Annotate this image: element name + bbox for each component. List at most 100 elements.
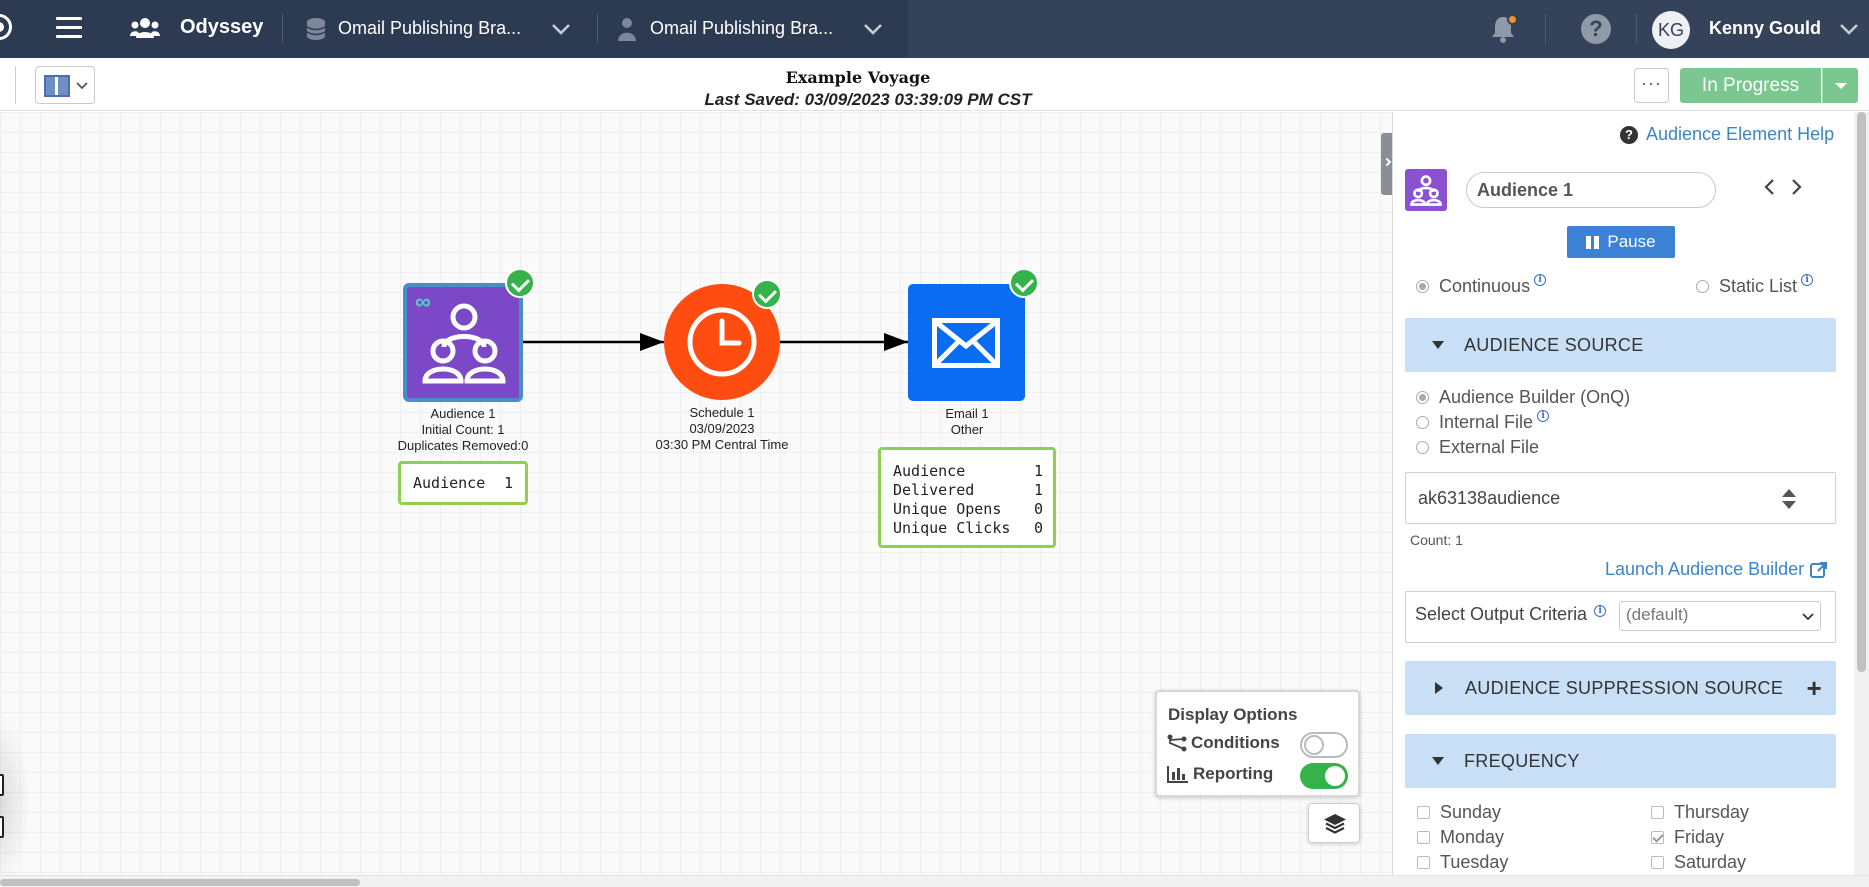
voyage-title: Example Voyage [785, 68, 931, 87]
static-list-radio[interactable] [1696, 280, 1709, 293]
bar-chart-icon [1167, 766, 1188, 783]
chevron-down-icon [1802, 613, 1814, 621]
chevron-down-icon[interactable] [862, 18, 884, 40]
email-node-label: Email 1 Other [945, 406, 989, 437]
day-sunday[interactable]: Sunday [1417, 802, 1501, 823]
valid-check-icon [752, 279, 782, 309]
info-icon[interactable]: i [1537, 409, 1550, 422]
day-friday[interactable]: Friday [1651, 827, 1724, 848]
audience-element-icon [1405, 169, 1447, 211]
avatar[interactable]: KG [1652, 11, 1690, 49]
account-selector[interactable]: Omail Publishing Bra... [650, 18, 834, 38]
help-icon[interactable]: ? [1581, 14, 1611, 44]
audience-source-header[interactable]: AUDIENCE SOURCE [1405, 318, 1836, 372]
next-element-icon[interactable] [1785, 176, 1807, 198]
day-saturday[interactable]: Saturday [1651, 852, 1746, 873]
previous-element-icon[interactable] [1759, 176, 1781, 198]
element-properties-panel: ? Audience Element Help Pause Continuous… [1392, 112, 1854, 875]
continuous-radio[interactable] [1416, 280, 1429, 293]
chevron-down-icon [76, 82, 88, 90]
user-name[interactable]: Kenny Gould [1709, 18, 1821, 38]
status-button[interactable]: In Progress [1680, 68, 1821, 103]
workflow-canvas[interactable] [0, 112, 1392, 887]
continuous-option[interactable]: Continuous i [1416, 273, 1547, 297]
output-criteria-select[interactable]: (default) [1619, 601, 1821, 631]
collapse-caret-icon [1432, 341, 1444, 349]
frequency-header[interactable]: FREQUENCY [1405, 734, 1836, 788]
add-icon[interactable]: + [1806, 673, 1822, 703]
element-name-input[interactable] [1466, 172, 1716, 208]
email-node[interactable] [908, 284, 1025, 401]
day-thursday[interactable]: Thursday [1651, 802, 1749, 823]
thursday-checkbox[interactable] [1651, 806, 1664, 819]
external-file-radio[interactable] [1416, 441, 1429, 454]
reporting-option: Reporting [1167, 764, 1273, 784]
pause-button[interactable]: Pause [1567, 226, 1675, 258]
expand-caret-icon [1435, 682, 1443, 694]
internal-file-radio[interactable] [1416, 416, 1429, 429]
editor-toolbar [0, 58, 1869, 111]
output-criteria-label: Select Output Criteria i [1415, 604, 1607, 625]
infinity-icon: ∞ [415, 289, 431, 314]
envelope-icon [932, 318, 1000, 368]
audience-element-help-link[interactable]: ? Audience Element Help [1620, 124, 1834, 145]
external-file-option[interactable]: External File [1416, 437, 1539, 458]
audience-select[interactable]: ak63138audience [1405, 472, 1836, 524]
status-dropdown-button[interactable] [1822, 68, 1858, 103]
info-icon[interactable]: i [1534, 273, 1547, 286]
day-monday[interactable]: Monday [1417, 827, 1504, 848]
pause-icon [1586, 235, 1600, 249]
static-list-option[interactable]: Static List i [1696, 273, 1814, 297]
chevron-down-icon[interactable] [1838, 18, 1860, 40]
audience-node[interactable]: ∞ [403, 283, 523, 402]
layers-button[interactable] [1308, 803, 1360, 843]
conditions-option: Conditions [1167, 733, 1280, 753]
sunday-checkbox[interactable] [1417, 806, 1430, 819]
app-name[interactable]: Odyssey [180, 16, 264, 38]
canvas-edge-handle[interactable] [0, 774, 4, 796]
launch-audience-builder-link[interactable]: Launch Audience Builder [1605, 559, 1828, 580]
notification-badge [1507, 14, 1518, 25]
tuesday-checkbox[interactable] [1417, 856, 1430, 869]
question-circle-icon: ? [1620, 125, 1638, 144]
panel-layout-icon [44, 75, 70, 97]
chevron-down-icon[interactable] [550, 18, 572, 40]
panel-scrollbar[interactable] [1854, 112, 1869, 875]
canvas-edge-handle[interactable] [0, 816, 4, 838]
schedule-node[interactable] [664, 284, 780, 400]
audience-count: Count: 1 [1410, 532, 1463, 548]
conditions-toggle[interactable] [1300, 732, 1348, 758]
valid-check-icon [505, 268, 535, 298]
saturday-checkbox[interactable] [1651, 856, 1664, 869]
internal-file-option[interactable]: Internal File i [1416, 409, 1550, 433]
friday-checkbox[interactable] [1651, 831, 1664, 844]
collapse-panel-handle[interactable] [1381, 133, 1392, 195]
output-criteria-box [1405, 591, 1836, 643]
audience-stats-box[interactable]: Audience 1 [398, 461, 528, 505]
reporting-toggle[interactable] [1300, 763, 1348, 789]
external-link-icon [1810, 561, 1828, 578]
audience-suppression-source-header[interactable]: AUDIENCE SUPPRESSION SOURCE + [1405, 661, 1836, 715]
clock-icon [687, 307, 757, 377]
hamburger-menu-icon[interactable] [56, 17, 82, 39]
day-tuesday[interactable]: Tuesday [1417, 852, 1508, 873]
arrowhead-icon [884, 333, 908, 351]
audience-icon [422, 303, 506, 384]
audience-builder-option[interactable]: Audience Builder (OnQ) [1416, 387, 1630, 408]
audience-builder-radio[interactable] [1416, 391, 1429, 404]
org-selector[interactable]: Omail Publishing Bra... [338, 18, 522, 38]
display-options-title: Display Options [1168, 705, 1298, 724]
info-icon[interactable]: i [1801, 273, 1814, 286]
audience-icon [1410, 175, 1442, 206]
canvas-horizontal-scrollbar[interactable] [0, 875, 1869, 887]
info-icon[interactable]: i [1594, 605, 1607, 617]
layout-toggle-button[interactable] [35, 66, 95, 104]
monday-checkbox[interactable] [1417, 831, 1430, 844]
more-options-button[interactable]: ··· [1634, 68, 1669, 103]
